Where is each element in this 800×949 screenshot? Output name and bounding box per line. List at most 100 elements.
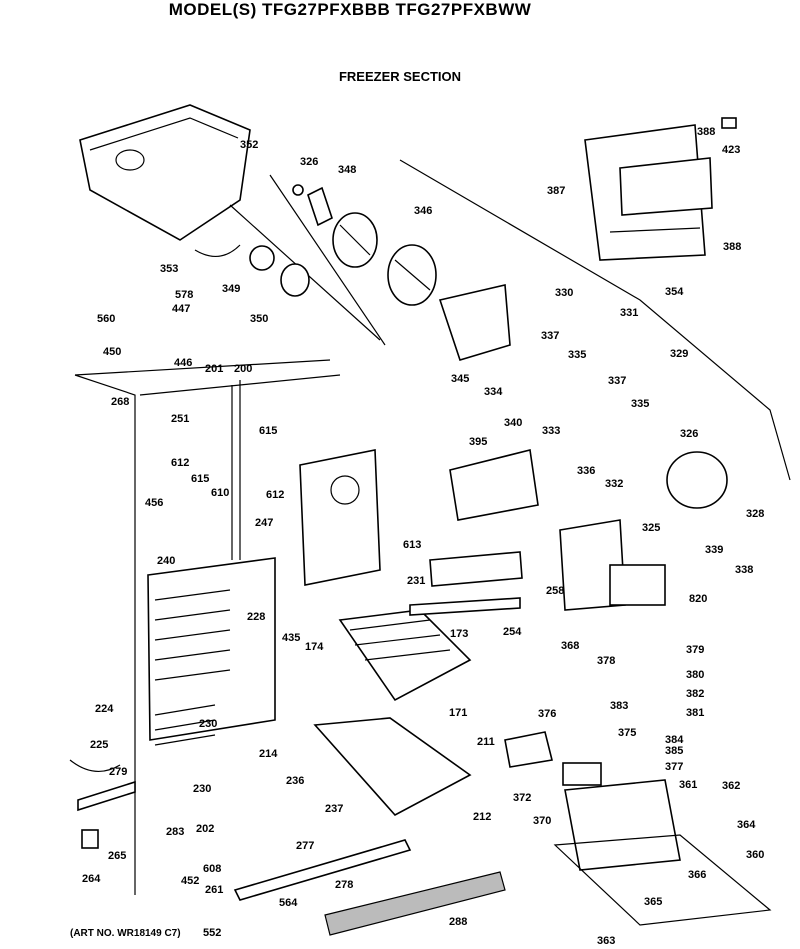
part-200: 200 [234, 363, 252, 375]
part-212: 212 [473, 811, 491, 823]
part-608: 608 [203, 863, 221, 875]
part-237: 237 [325, 803, 343, 815]
part-362: 362 [722, 780, 740, 792]
part-365: 365 [644, 896, 662, 908]
part-352: 352 [240, 139, 258, 151]
part-340: 340 [504, 417, 522, 429]
part-366: 366 [688, 869, 706, 881]
part-258: 258 [546, 585, 564, 597]
part-383: 383 [610, 700, 628, 712]
part-335: 335 [568, 349, 586, 361]
part-360: 360 [746, 849, 764, 861]
part-328: 328 [746, 508, 764, 520]
part-230: 230 [193, 783, 211, 795]
part-278: 278 [335, 879, 353, 891]
part-350: 350 [250, 313, 268, 325]
part-423: 423 [722, 144, 740, 156]
part-361: 361 [679, 779, 697, 791]
part-363: 363 [597, 935, 615, 947]
part-230: 230 [199, 718, 217, 730]
part-364: 364 [737, 819, 756, 831]
part-612: 612 [171, 457, 189, 469]
part-173: 173 [450, 628, 468, 640]
part-288: 288 [449, 916, 467, 928]
part-236: 236 [286, 775, 304, 787]
part-333: 333 [542, 425, 560, 437]
part-228: 228 [247, 611, 265, 623]
part-335: 335 [631, 398, 649, 410]
part-446: 446 [174, 357, 192, 369]
part-337: 337 [608, 375, 626, 387]
part-254: 254 [503, 626, 522, 638]
diagram-title: MODEL(S) TFG27PFXBBB TFG27PFXBWW [168, 0, 532, 19]
part-370: 370 [533, 815, 551, 827]
part-326: 326 [680, 428, 698, 440]
section-title: FREEZER SECTION [338, 69, 462, 84]
part-613: 613 [403, 539, 421, 551]
part-450: 450 [103, 346, 121, 358]
part-214: 214 [259, 748, 278, 760]
part-240: 240 [157, 555, 175, 567]
part-378: 378 [597, 655, 615, 667]
part-820: 820 [689, 593, 707, 605]
part-261: 261 [205, 884, 223, 896]
part-388: 388 [723, 241, 741, 253]
part-615: 615 [191, 473, 209, 485]
part-348: 348 [338, 164, 356, 176]
part-375: 375 [618, 727, 636, 739]
part-380: 380 [686, 669, 704, 681]
part-564: 564 [279, 897, 298, 909]
part-231: 231 [407, 575, 425, 587]
part-395: 395 [469, 436, 487, 448]
part-372: 372 [513, 792, 531, 804]
part-447: 447 [172, 303, 190, 315]
part-201: 201 [205, 363, 223, 375]
part-202: 202 [196, 823, 214, 835]
part-339: 339 [705, 544, 723, 556]
part-349: 349 [222, 283, 240, 295]
part-callouts: 352 326 348 346 388 423 387 388 353 349 … [82, 126, 764, 947]
part-338: 338 [735, 564, 753, 576]
part-612: 612 [266, 489, 284, 501]
part-452: 452 [181, 875, 199, 887]
part-268: 268 [111, 396, 129, 408]
part-381: 381 [686, 707, 704, 719]
part-174: 174 [305, 641, 324, 653]
part-336: 336 [577, 465, 595, 477]
part-456: 456 [145, 497, 163, 509]
art-number: (ART NO. WR18149 C7) [70, 928, 181, 939]
part-578: 578 [175, 289, 193, 301]
part-225: 225 [90, 739, 108, 751]
part-279: 279 [109, 766, 127, 778]
part-224: 224 [95, 703, 114, 715]
part-334: 334 [484, 386, 503, 398]
part-387: 387 [547, 185, 565, 197]
part-329: 329 [670, 348, 688, 360]
part-171: 171 [449, 707, 467, 719]
part-382: 382 [686, 688, 704, 700]
part-615: 615 [259, 425, 277, 437]
part-265: 265 [108, 850, 126, 862]
part-326: 326 [300, 156, 318, 168]
part-332: 332 [605, 478, 623, 490]
part-388: 388 [697, 126, 715, 138]
part-330: 330 [555, 287, 573, 299]
part-354: 354 [665, 286, 684, 298]
part-610: 610 [211, 487, 229, 499]
part-264: 264 [82, 873, 101, 885]
part-435: 435 [282, 632, 300, 644]
part-277: 277 [296, 840, 314, 852]
part-552: 552 [203, 927, 221, 939]
part-376: 376 [538, 708, 556, 720]
part-560: 560 [97, 313, 115, 325]
part-377: 377 [665, 761, 683, 773]
part-385: 385 [665, 745, 683, 757]
part-211: 211 [477, 736, 495, 748]
part-337: 337 [541, 330, 559, 342]
diagram-artwork [69, 104, 791, 936]
part-379: 379 [686, 644, 704, 656]
part-345: 345 [451, 373, 469, 385]
part-368: 368 [561, 640, 579, 652]
part-353: 353 [160, 263, 178, 275]
